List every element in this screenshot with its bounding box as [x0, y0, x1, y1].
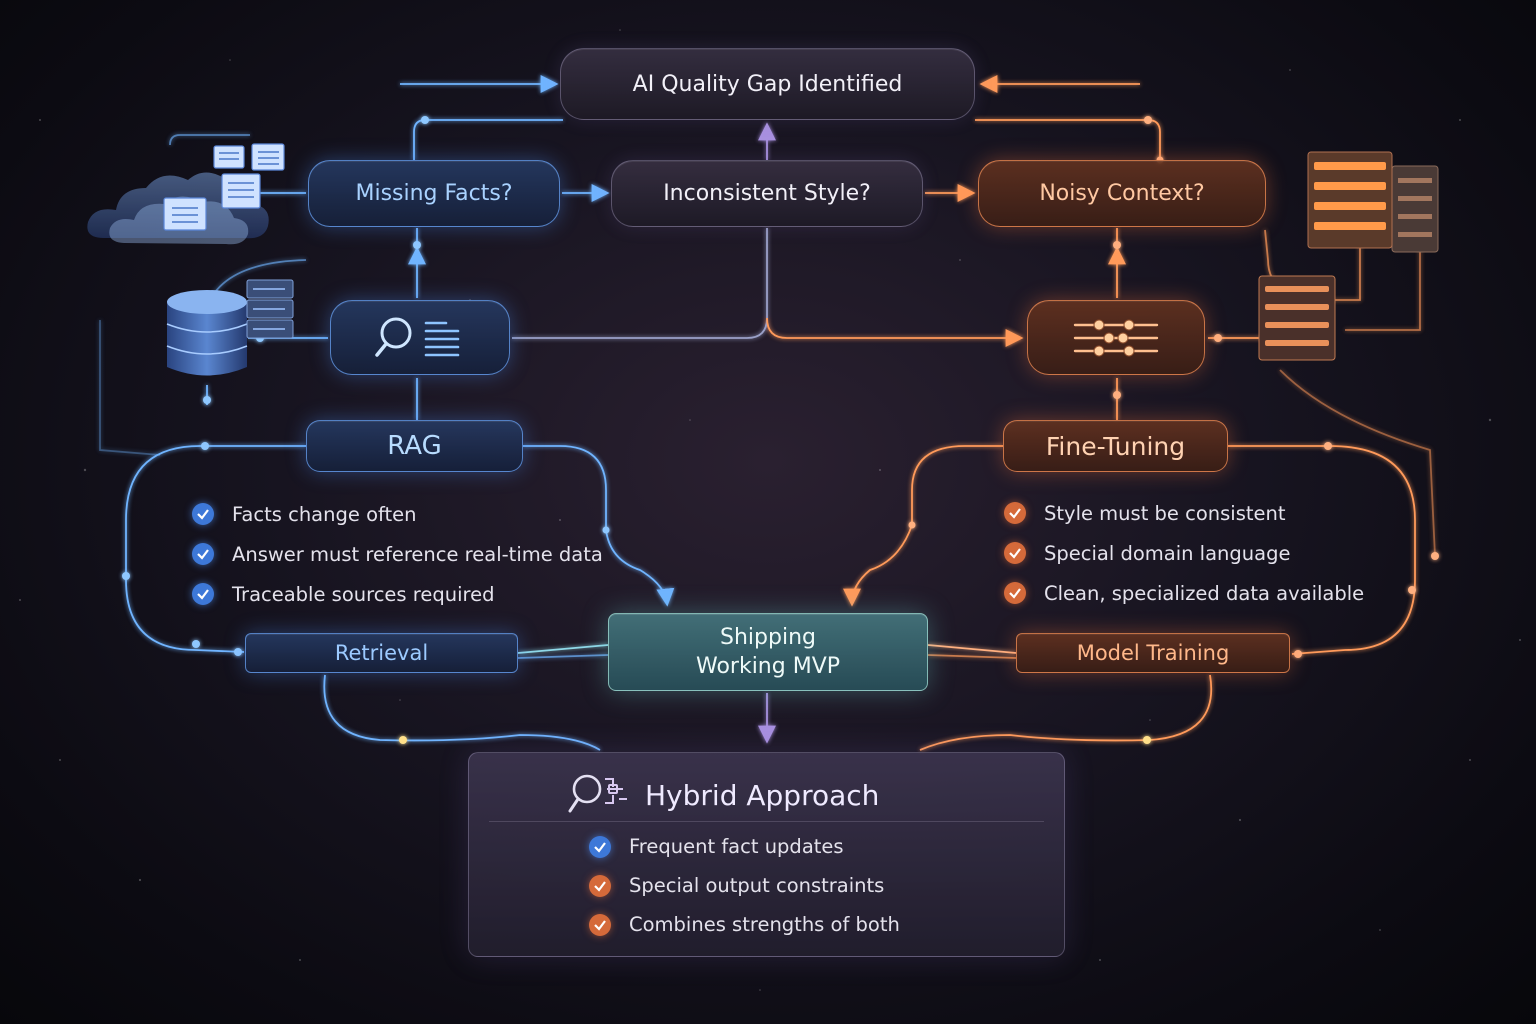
list-item: Special output constraints: [589, 866, 1009, 905]
rag-node[interactable]: RAG: [306, 420, 523, 472]
search-flow-icon: [568, 774, 627, 813]
list-item: Style must be consistent: [1004, 493, 1404, 533]
fine-tuning-label: Fine-Tuning: [1045, 431, 1186, 461]
database-icon: [166, 279, 294, 376]
model-training-label: Model Training: [1076, 641, 1230, 665]
shipping-mvp-node[interactable]: Shipping Working MVP: [608, 613, 928, 691]
hybrid-header: Hybrid Approach: [567, 771, 879, 819]
inconsistent-style-label: Inconsistent Style?: [663, 181, 871, 206]
list-item-text: Answer must reference real-time data: [232, 542, 603, 566]
rag-criteria-list: Facts change often Answer must reference…: [192, 494, 622, 614]
list-item: Frequent fact updates: [589, 827, 1009, 866]
list-item-text: Special domain language: [1044, 541, 1291, 565]
check-icon: [589, 874, 611, 897]
search-document-icon: [375, 317, 460, 357]
list-item: Facts change often: [192, 494, 622, 534]
hybrid-title: Hybrid Approach: [645, 778, 880, 812]
check-icon: [192, 503, 214, 525]
quality-gap-node[interactable]: AI Quality Gap Identified: [560, 48, 975, 120]
noisy-context-label: Noisy Context?: [1039, 181, 1205, 206]
retrieval-node[interactable]: Retrieval: [245, 633, 518, 673]
missing-facts-node[interactable]: Missing Facts?: [308, 160, 560, 227]
list-item: Clean, specialized data available: [1004, 573, 1404, 613]
fine-tuning-criteria-list: Style must be consistent Special domain …: [1004, 493, 1404, 613]
hybrid-criteria-list: Frequent fact updates Special output con…: [589, 827, 1009, 944]
retrieval-label: Retrieval: [334, 641, 429, 665]
sliders-icon: [1073, 319, 1159, 356]
divider: [489, 821, 1044, 822]
rag-icon-node[interactable]: [330, 300, 510, 375]
check-icon: [589, 835, 611, 858]
shipping-label-line2: Working MVP: [695, 654, 841, 679]
list-item: Answer must reference real-time data: [192, 534, 622, 574]
check-icon: [589, 913, 611, 936]
list-item-text: Traceable sources required: [232, 582, 495, 606]
list-item-text: Style must be consistent: [1044, 501, 1286, 525]
model-training-node[interactable]: Model Training: [1016, 633, 1290, 673]
list-item-text: Special output constraints: [629, 874, 885, 897]
fine-tuning-icon-node[interactable]: [1027, 300, 1205, 375]
hybrid-approach-panel[interactable]: Hybrid Approach Frequent fact updates Sp…: [468, 752, 1065, 957]
list-item: Traceable sources required: [192, 574, 622, 614]
list-item-text: Combines strengths of both: [629, 913, 900, 936]
list-item-text: Frequent fact updates: [629, 835, 844, 858]
check-icon: [192, 543, 214, 565]
cloud-documents-icon: [87, 143, 285, 245]
noisy-context-node[interactable]: Noisy Context?: [978, 160, 1266, 227]
check-icon: [192, 583, 214, 605]
rag-label: RAG: [387, 431, 442, 461]
check-icon: [1004, 582, 1026, 604]
quality-gap-label: AI Quality Gap Identified: [632, 71, 903, 97]
server-icon: [1258, 275, 1336, 361]
check-icon: [1004, 542, 1026, 564]
server-stack-icon: [1307, 151, 1439, 253]
list-item-text: Facts change often: [232, 502, 417, 526]
check-icon: [1004, 502, 1026, 524]
list-item: Special domain language: [1004, 533, 1404, 573]
list-item-text: Clean, specialized data available: [1044, 581, 1365, 605]
shipping-label-line1: Shipping: [720, 625, 816, 650]
inconsistent-style-node[interactable]: Inconsistent Style?: [611, 160, 923, 227]
missing-facts-label: Missing Facts?: [355, 181, 513, 206]
fine-tuning-node[interactable]: Fine-Tuning: [1003, 420, 1228, 472]
list-item: Combines strengths of both: [589, 905, 1009, 944]
